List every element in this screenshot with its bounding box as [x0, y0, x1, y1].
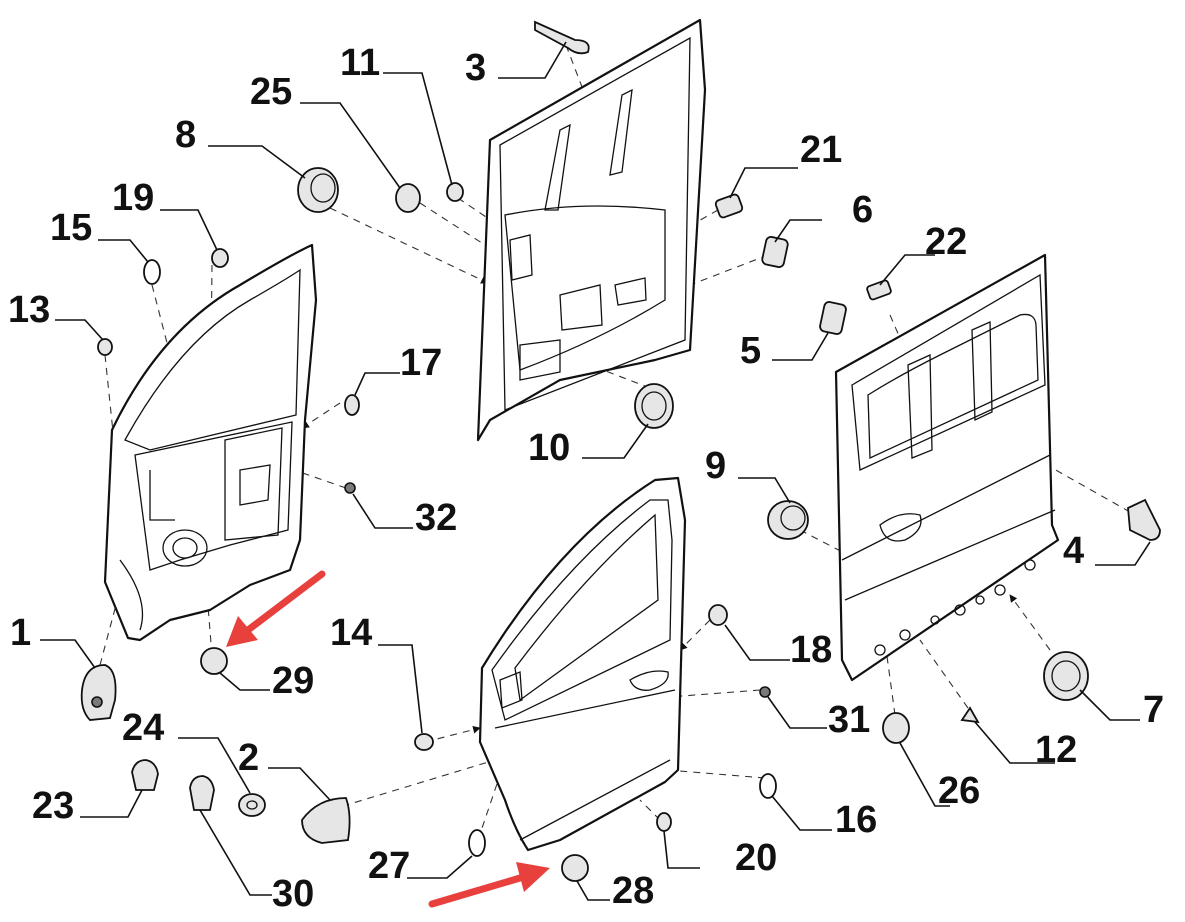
callout-31: 31	[828, 699, 870, 741]
callout-labels: 1 2 3 4 5 6 7 8 9 10 11 12 13 14 15 16 1…	[8, 42, 1164, 915]
callout-17: 17	[400, 342, 442, 384]
part-21-pad	[714, 193, 744, 219]
part-7-grille	[1043, 651, 1089, 701]
part-20-cap	[656, 812, 672, 832]
part-26-bumper	[882, 712, 910, 744]
callout-16: 16	[835, 799, 877, 841]
part-27-ring	[468, 829, 486, 857]
part-28-bumper	[561, 854, 589, 882]
callout-25: 25	[250, 71, 292, 113]
callout-9: 9	[705, 445, 726, 487]
part-16-ring	[759, 773, 777, 799]
callout-4: 4	[1063, 530, 1084, 572]
callout-27: 27	[368, 845, 410, 887]
part-31-nut	[759, 686, 771, 698]
part-30-bump	[189, 775, 215, 811]
highlight-arrow-to-28	[428, 862, 550, 908]
part-18-grommet	[708, 604, 728, 626]
callout-10: 10	[528, 427, 570, 469]
callout-18: 18	[790, 629, 832, 671]
callout-5: 5	[740, 330, 761, 372]
front-door-inner-panel	[103, 243, 318, 642]
callout-30: 30	[272, 873, 314, 915]
part-32-nut	[344, 482, 356, 494]
part-29-bumper	[200, 647, 228, 675]
part-5-pad	[819, 301, 847, 335]
leader-lines	[40, 41, 1151, 901]
part-3-handle	[534, 20, 590, 55]
callout-14: 14	[330, 612, 372, 654]
part-25-bumper	[395, 183, 421, 213]
callout-28: 28	[612, 870, 654, 912]
callout-3: 3	[465, 47, 486, 89]
part-23-bump	[131, 759, 159, 791]
part-14-clip	[414, 733, 434, 751]
callout-7: 7	[1143, 689, 1164, 731]
callout-2: 2	[238, 737, 259, 779]
part-13-clip	[97, 338, 113, 356]
small-parts	[80, 20, 1161, 882]
part-22-pad	[866, 279, 892, 301]
part-11-clip	[446, 182, 464, 202]
front-door-outer-panel	[478, 476, 687, 852]
part-17-grommet	[344, 394, 360, 416]
highlight-arrows	[226, 570, 550, 908]
highlight-arrow-to-29	[226, 570, 326, 647]
callout-20: 20	[735, 837, 777, 879]
part-15-ring	[143, 259, 161, 285]
callout-22: 22	[925, 221, 967, 263]
callout-19: 19	[112, 177, 154, 219]
part-19-cap	[211, 248, 229, 268]
callout-21: 21	[800, 129, 842, 171]
callout-24: 24	[122, 707, 164, 749]
part-24-washer	[238, 793, 266, 817]
callout-15: 15	[50, 207, 92, 249]
callout-32: 32	[415, 497, 457, 539]
part-1-latch	[80, 664, 117, 721]
callout-8: 8	[175, 114, 196, 156]
part-2-cover	[301, 797, 351, 844]
callout-26: 26	[938, 770, 980, 812]
part-12-clip	[960, 706, 980, 724]
sliding-door-outer-panel	[834, 253, 1060, 682]
callout-23: 23	[32, 785, 74, 827]
callout-13: 13	[8, 289, 50, 331]
callout-12: 12	[1035, 729, 1077, 771]
sliding-door-inner-panel	[476, 18, 707, 442]
part-4-handle	[1127, 498, 1161, 541]
part-10-grille	[634, 383, 674, 429]
callout-1: 1	[10, 612, 31, 654]
callout-11: 11	[340, 42, 380, 84]
callout-29: 29	[272, 660, 314, 702]
callout-6: 6	[852, 189, 873, 231]
